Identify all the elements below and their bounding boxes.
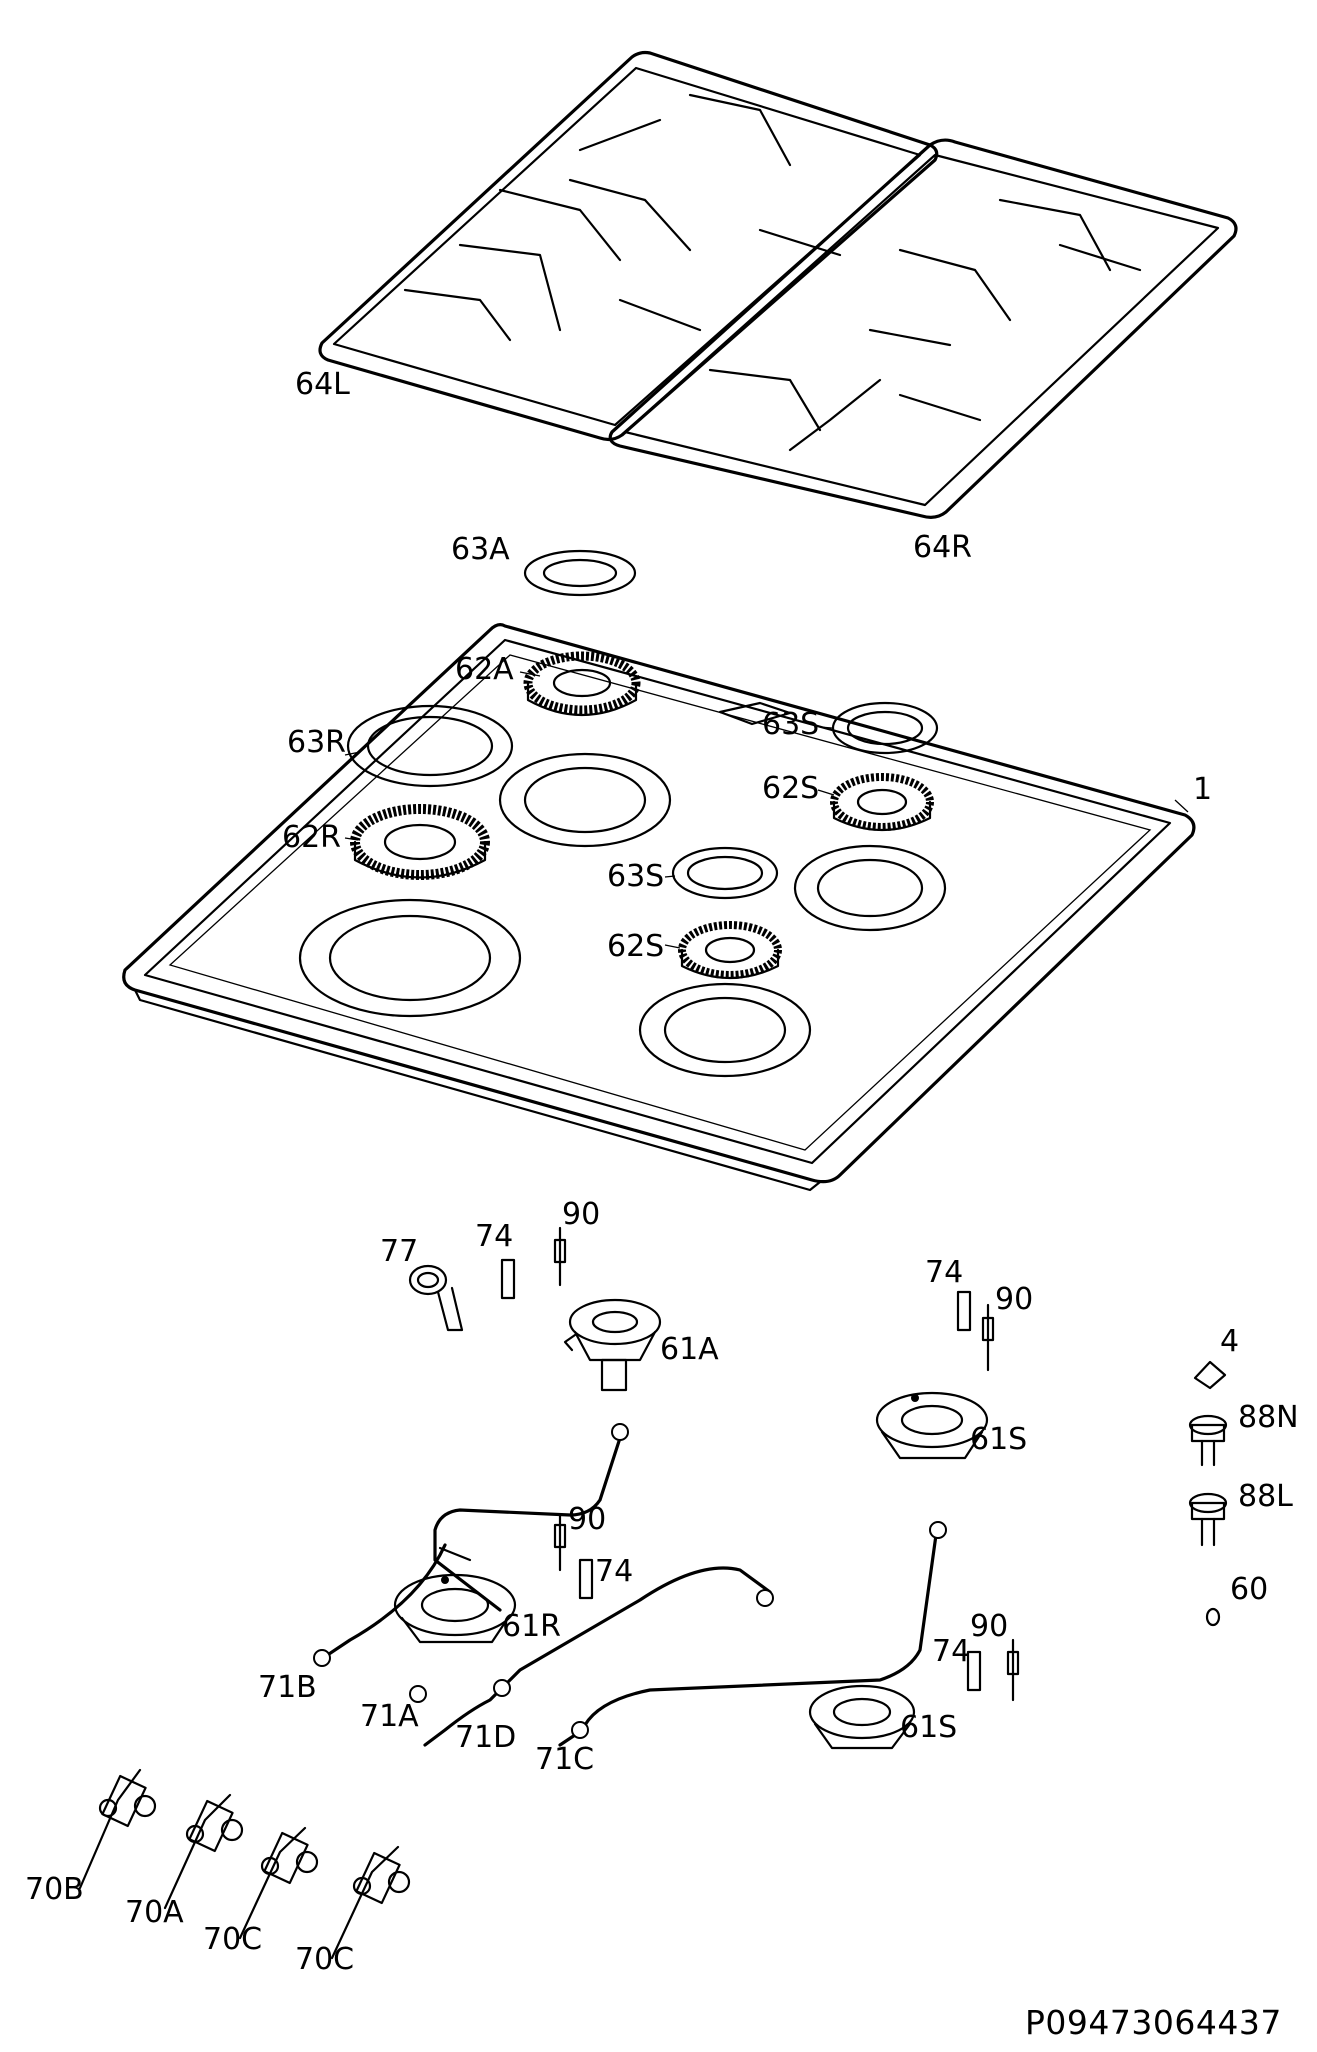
spark-plug-90-c	[553, 1513, 567, 1572]
burner-cap-63a	[523, 549, 637, 597]
callout-61r: 61R	[502, 1609, 562, 1644]
burner-body-61a	[563, 1298, 662, 1392]
burner-cap-63r	[346, 704, 514, 788]
flame-spreader-62s-bottom	[678, 921, 782, 980]
callout-74-2: 74	[925, 1255, 964, 1290]
callout-74-1: 74	[475, 1219, 514, 1254]
callout-70c-1: 70C	[203, 1922, 263, 1957]
burner-body-61s-bottom	[808, 1684, 916, 1750]
gas-tap-70a	[163, 1793, 244, 1910]
clip-4	[1193, 1360, 1227, 1390]
gas-pipes	[313, 1423, 947, 1747]
callout-71d: 71D	[455, 1720, 517, 1755]
nut-60	[1205, 1607, 1221, 1627]
callout-61s-top: 61S	[970, 1422, 1028, 1457]
callout-1: 1	[1193, 772, 1213, 807]
flame-spreader-62a	[523, 651, 641, 716]
spark-plug-90-a	[553, 1226, 567, 1287]
callout-62a: 62A	[455, 652, 514, 687]
gas-tap-70b	[78, 1768, 157, 1890]
callout-62s-top: 62S	[762, 771, 820, 806]
callout-60: 60	[1230, 1572, 1269, 1607]
callout-74-4: 74	[932, 1634, 971, 1669]
callout-74-3: 74	[595, 1554, 634, 1589]
callout-90-3: 90	[568, 1502, 607, 1537]
gas-tap-70c-1	[238, 1826, 319, 1940]
callout-70a: 70A	[125, 1895, 184, 1930]
callout-62r: 62R	[282, 820, 342, 855]
gas-tap-70c-2	[330, 1845, 411, 1960]
callout-90-1: 90	[562, 1197, 601, 1232]
callout-63a: 63A	[451, 532, 510, 567]
flame-spreader-62s-top	[830, 773, 934, 832]
leader-lines	[344, 671, 1189, 949]
thermocouple-74-d	[966, 1650, 982, 1692]
burner-cap-63s-top	[831, 701, 939, 755]
callout-71c: 71C	[535, 1742, 595, 1777]
callout-77: 77	[380, 1234, 419, 1269]
callout-62s-bottom: 62S	[607, 929, 665, 964]
spark-plug-90-d	[1006, 1638, 1020, 1702]
hob-top-panel	[122, 623, 1196, 1192]
callout-63r: 63R	[287, 725, 347, 760]
injector-88l	[1188, 1492, 1228, 1547]
burner-body-61s-top	[875, 1391, 989, 1460]
callout-61s-bottom: 61S	[900, 1710, 958, 1745]
thermocouple-74-c	[578, 1558, 594, 1600]
pan-support-left	[318, 50, 939, 442]
callout-90-4: 90	[970, 1609, 1009, 1644]
callout-88l: 88L	[1238, 1479, 1293, 1514]
document-number: P09473064437	[1025, 2003, 1282, 2042]
injector-88n	[1188, 1414, 1228, 1467]
callout-90-2: 90	[995, 1282, 1034, 1317]
callout-63s-bottom: 63S	[607, 859, 665, 894]
flame-spreader-62r	[350, 804, 490, 880]
callout-64l: 64L	[295, 367, 350, 402]
callout-4: 4	[1220, 1324, 1240, 1359]
thermocouple-74-a	[500, 1258, 516, 1300]
pan-support-right	[608, 138, 1238, 519]
callout-70b: 70B	[25, 1872, 84, 1907]
burner-cap-63s-bottom	[671, 846, 779, 900]
callout-61a: 61A	[660, 1332, 719, 1367]
spark-plug-90-b	[981, 1303, 995, 1372]
callout-63s-top: 63S	[762, 707, 820, 742]
callout-88n: 88N	[1238, 1400, 1299, 1435]
callout-64r: 64R	[913, 530, 973, 565]
callout-70c-2: 70C	[295, 1942, 355, 1977]
callout-71a: 71A	[360, 1699, 419, 1734]
thermocouple-74-b	[956, 1290, 972, 1332]
callout-71b: 71B	[258, 1670, 317, 1705]
elbow-connector-77	[408, 1264, 464, 1332]
